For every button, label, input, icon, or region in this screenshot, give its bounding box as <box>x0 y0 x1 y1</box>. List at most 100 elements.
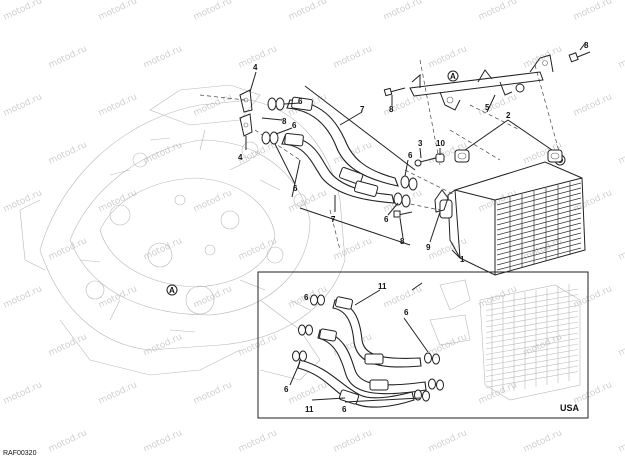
watermark-text: motod.ru <box>47 332 89 359</box>
watermark-text: motod.ru <box>142 44 184 71</box>
radiator-fin <box>496 232 582 256</box>
callout-8-clip: 8 <box>400 237 405 246</box>
radiator-fin <box>496 202 582 226</box>
callout-8-left: 8 <box>282 117 287 126</box>
watermark-text: motod.ru <box>237 236 279 263</box>
marker-a-engine: A <box>169 286 175 295</box>
radiator-fin <box>496 242 582 266</box>
inset-radiator-fin <box>485 305 579 322</box>
mounting-bracket <box>409 54 554 111</box>
rubber-grommets <box>454 149 563 163</box>
watermark-text: motod.ru <box>572 0 614 23</box>
radiator-fin <box>496 207 582 231</box>
callout-4-bottom: 4 <box>238 153 243 162</box>
marker-a-bracket: A <box>450 72 456 81</box>
watermark-text: motod.ru <box>2 92 44 119</box>
watermark-text: motod.ru <box>47 428 89 455</box>
callout-10: 10 <box>436 139 445 148</box>
callout-3: 3 <box>418 139 423 148</box>
inset-radiator-fin <box>485 321 579 339</box>
watermark-text: motod.ru <box>97 0 139 23</box>
callout-1: 1 <box>460 255 465 264</box>
inset-crimp-sleeves <box>319 296 389 405</box>
callout-labels: 1 2 3 4 4 5 6 6 6 6 6 6 6 6 6 7 7 8 8 8 … <box>238 41 589 414</box>
watermark-text: motod.ru <box>332 236 374 263</box>
watermark-text: motod.ru <box>192 188 234 215</box>
watermark-text: motod.ru <box>192 380 234 407</box>
image-code: RAF00320 <box>3 450 37 457</box>
watermark-text: motod.ru <box>287 0 329 23</box>
watermark-text: motod.ru <box>617 44 625 71</box>
callout-8-top-right: 8 <box>584 41 589 50</box>
inset-radiator-fin <box>485 349 579 366</box>
inset-radiator-fin <box>485 294 579 311</box>
callout-6-f: 6 <box>304 293 309 302</box>
callout-7-bottom: 7 <box>331 215 336 224</box>
hose-crimp-sleeves <box>284 96 379 197</box>
callout-6-h: 6 <box>284 385 289 394</box>
inset-radiator-fin <box>485 288 579 306</box>
watermark-text: motod.ru <box>192 0 234 23</box>
inset-washers <box>292 294 444 402</box>
callout-6-i: 6 <box>342 405 347 414</box>
engine-side-brackets <box>239 89 253 137</box>
watermark-text: motod.ru <box>427 44 469 71</box>
watermark-text: motod.ru <box>237 428 279 455</box>
bracket-bolts <box>383 51 591 97</box>
callout-leader-lines <box>245 41 587 259</box>
callout-5: 5 <box>485 103 490 112</box>
callout-6-g: 6 <box>404 308 409 317</box>
radiator-fin <box>496 212 582 236</box>
callout-6-b: 6 <box>292 121 297 130</box>
radiator-fin <box>496 227 582 251</box>
watermark-text: motod.ru <box>2 284 44 311</box>
watermark-text: motod.ru <box>97 188 139 215</box>
reference-markers: A A <box>166 70 459 296</box>
watermark-text: motod.ru <box>617 140 625 167</box>
watermark-text: motod.ru <box>2 380 44 407</box>
watermark-text: motod.ru <box>142 332 184 359</box>
watermark-text: motod.ru <box>142 140 184 167</box>
inset-radiator-fin <box>485 299 579 317</box>
watermark-text: motod.ru <box>332 428 374 455</box>
inset-radiator-fin <box>485 365 579 383</box>
radiator-fin <box>496 187 582 211</box>
inset-radiator-fin <box>485 316 579 333</box>
watermark-text: motod.ru <box>97 380 139 407</box>
watermark-text: motod.ru <box>617 236 625 263</box>
watermark-text: motod.ru <box>47 236 89 263</box>
watermark-text: motod.ru <box>97 92 139 119</box>
inset-radiator-fin <box>485 332 579 350</box>
callout-4-top: 4 <box>253 63 258 72</box>
callout-6-d: 6 <box>408 151 413 160</box>
watermark-text: motod.ru <box>427 332 469 359</box>
watermark-text: motod.ru <box>477 0 519 23</box>
watermark-text: motod.ru <box>97 284 139 311</box>
callout-2: 2 <box>506 111 511 120</box>
sealing-washers-main <box>261 97 418 208</box>
radiator-fin <box>496 237 582 261</box>
inset-radiator-fin <box>485 360 579 377</box>
watermark-text: motod.ru <box>47 140 89 167</box>
callout-11-top: 11 <box>378 282 387 291</box>
watermark-text: motod.ru <box>477 284 519 311</box>
watermark-text: motod.ru <box>572 92 614 119</box>
callout-7-top: 7 <box>360 105 365 114</box>
oil-hoses-main <box>281 96 399 204</box>
inset-radiator-fin <box>485 310 579 328</box>
watermark-text: motod.ru <box>237 140 279 167</box>
hose-clip <box>434 189 449 213</box>
watermark-text: motod.ru <box>617 428 625 455</box>
watermark-text: motod.ru <box>572 188 614 215</box>
watermark-text: motod.ru <box>382 0 424 23</box>
radiator-fin <box>496 247 582 271</box>
inset-radiator-fin <box>485 371 579 388</box>
inset-radiator-fin <box>485 338 579 355</box>
watermark-text: motod.ru <box>237 44 279 71</box>
spacer-and-bolt <box>414 153 445 167</box>
watermark-text: motod.ru <box>192 284 234 311</box>
watermark-text: motod.ru <box>477 380 519 407</box>
engine-block-drawing <box>19 84 346 381</box>
watermark-text: motod.ru <box>522 428 564 455</box>
